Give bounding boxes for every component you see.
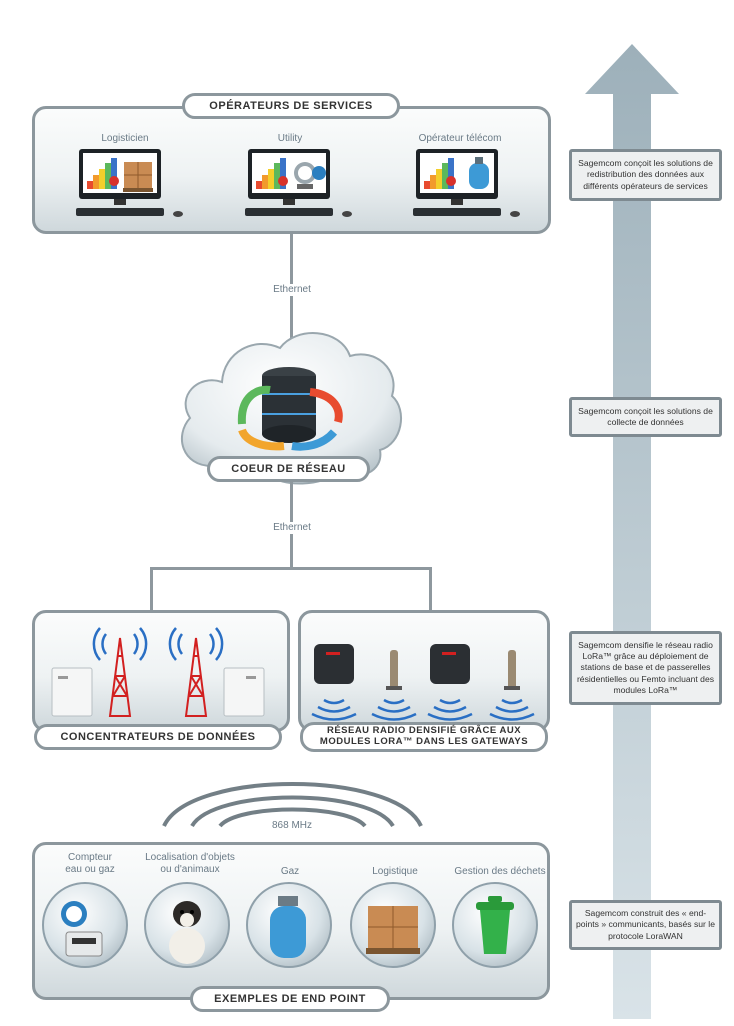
branch-line-horizontal [150,567,432,570]
trash-bin-icon [476,896,514,954]
computer-station-utility [245,149,352,217]
service-operators-title: OPÉRATEURS DE SERVICES [182,93,400,119]
antenna-tower-icon [184,637,208,717]
ethernet-label-top: Ethernet [256,284,328,296]
pallet-boxes-icon [123,162,153,192]
side-note-collection: Sagemcom conçoit les solutions de collec… [569,397,722,437]
endpoint-label-waste: Gestion des déchets [454,866,546,877]
chart-steps-icon [87,158,119,189]
endpoint-logistics [350,882,436,968]
endpoint-waste [452,882,538,968]
frequency-label: 868 MHz [271,820,312,831]
branch-line-right [429,567,432,612]
gateways-title-line2: MODULES LORA™ DANS LES GATEWAYS [319,736,529,747]
side-note-radio: Sagemcom densifie le réseau radio LoRa™ … [569,631,722,705]
dog-icon [169,901,205,964]
gateway-box-icon [430,644,470,684]
computer-station-telecom [413,149,520,217]
network-core-title: COEUR DE RÉSEAU [207,456,370,482]
database-icon [262,367,316,443]
endpoint-label-gas: Gaz [280,866,300,877]
cycle-arrows-icon [237,385,343,451]
water-meter-icon [294,162,326,189]
station-label-logisticien: Logisticien [101,133,149,144]
chart-steps-icon [256,158,288,189]
station-label-telecom: Opérateur télécom [418,133,502,144]
endpoint-tracking [144,882,230,968]
cabinet-icon [51,667,93,717]
radio-wave-icon [92,627,148,661]
gas-bottle-icon [469,157,489,189]
gateway-box-icon [314,644,354,684]
meter-icon [61,901,103,957]
femto-antenna-icon [504,650,520,690]
radio-wave-icon [168,627,224,661]
endpoint-label-tracking: Localisation d'objets ou d'animaux [145,852,235,875]
antenna-tower-icon [108,637,132,717]
endpoint-gas [246,882,332,968]
concentrators-title: CONCENTRATEURS DE DONNÉES [34,724,282,750]
endpoints-title: EXEMPLES DE END POINT [190,986,390,1012]
femto-antenna-icon [386,650,402,690]
network-core-cloud [181,332,402,485]
endpoint-label-logistics: Logistique [372,866,418,877]
gateways-title: RÉSEAU RADIO DENSIFIÉ GRÂCE AUX MODULES … [300,722,548,752]
cabinet-icon [223,667,265,717]
upward-arrow [585,44,679,1019]
computer-station-logisticien [76,149,183,217]
station-label-utility: Utility [277,133,303,144]
radio-arcs [162,782,423,828]
gateways-title-line1: RÉSEAU RADIO DENSIFIÉ GRÂCE AUX [326,725,522,737]
side-note-endpoints: Sagemcom construit des « end-points » co… [569,900,722,950]
branch-line-left [150,567,153,612]
ethernet-label-middle: Ethernet [256,522,328,534]
side-note-redistribution: Sagemcom conçoit les solutions de redist… [569,149,722,201]
pallet-boxes-icon [366,906,420,954]
endpoint-meter [42,882,128,968]
gateways-illustration [311,644,535,721]
endpoint-label-meter: Compteur eau ou gaz [65,852,115,875]
chart-steps-icon [424,158,456,189]
concentrators-illustration [51,627,265,717]
radio-wave-icon [311,698,535,721]
gas-bottle-icon [270,896,306,958]
